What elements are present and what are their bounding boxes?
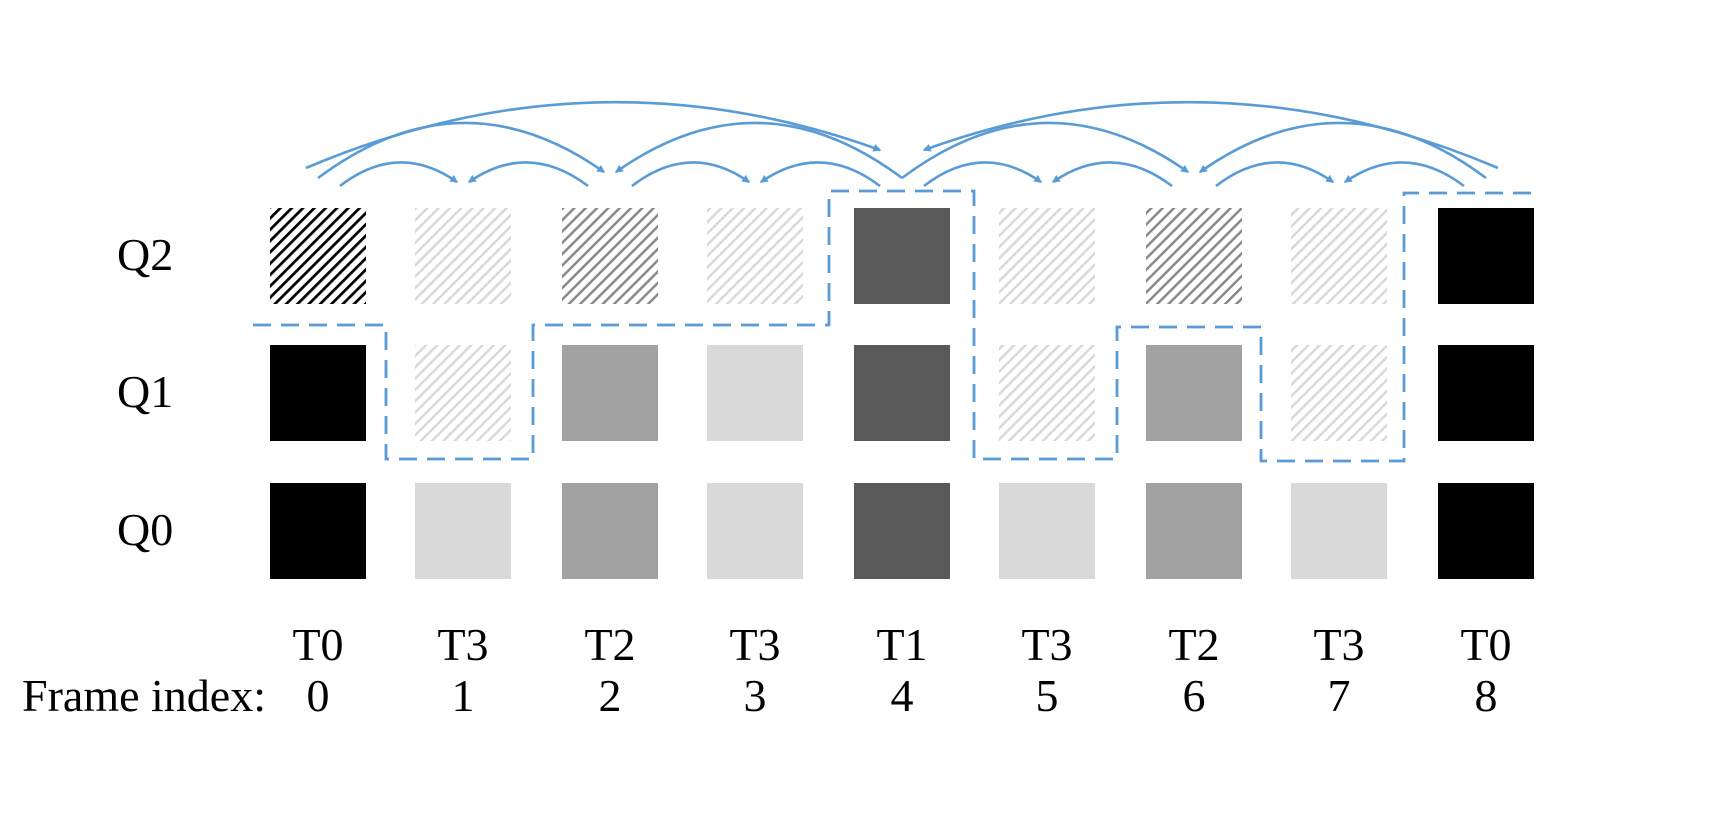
frame-cell-q0-8 [1438, 483, 1534, 579]
frame-index-caption: Frame index: [22, 670, 266, 721]
frame-index-0: 0 [307, 670, 330, 721]
reference-arrow-6-to-7 [1215, 161, 1335, 188]
frame-cell-q0-2 [562, 483, 658, 579]
frame-index-7: 7 [1328, 670, 1351, 721]
temporal-label-5: T3 [1021, 619, 1072, 670]
frame-cell-q1-5 [999, 345, 1095, 441]
reference-arrow-2-to-3 [631, 161, 751, 188]
frame-cell-q2-6 [1146, 208, 1242, 304]
temporal-label-2: T2 [584, 619, 635, 670]
frame-index-labels: Frame index: 0 1 2 3 4 5 6 7 8 [22, 670, 1498, 721]
frame-cell-q2-7 [1291, 208, 1387, 304]
frame-cell-q1-6 [1146, 345, 1242, 441]
reference-arrow-8-to-7 [1343, 161, 1465, 188]
frame-cell-q0-6 [1146, 483, 1242, 579]
frame-cell-q0-0 [270, 483, 366, 579]
frame-cell-q2-1 [415, 208, 511, 304]
frame-cell-q0-4 [854, 483, 950, 579]
reference-arrow-4-to-2 [614, 121, 903, 180]
temporal-label-6: T2 [1168, 619, 1219, 670]
reference-arrow-6-to-5 [1051, 161, 1173, 188]
frame-cell-q1-3 [707, 345, 803, 441]
temporal-label-4: T1 [876, 619, 927, 670]
temporal-label-0: T0 [292, 619, 343, 670]
frame-index-1: 1 [452, 670, 475, 721]
quality-label-q2: Q2 [117, 229, 173, 280]
frame-cell-q2-5 [999, 208, 1095, 304]
reference-arrow-4-to-6 [901, 121, 1190, 180]
temporal-layer-labels: T0 T3 T2 T3 T1 T3 T2 T3 T0 [292, 619, 1511, 670]
quality-label-q1: Q1 [117, 366, 173, 417]
frame-cell-q1-2 [562, 345, 658, 441]
boundary-line-left [253, 189, 1540, 463]
frame-cell-q1-7 [1291, 345, 1387, 441]
frame-cell-q1-1 [415, 345, 511, 441]
reference-arrow-8-to-4 [922, 100, 1499, 170]
frame-index-3: 3 [744, 670, 767, 721]
reference-arrows [305, 100, 1499, 188]
reference-arrow-0-to-1 [339, 161, 459, 188]
reference-arrow-4-to-5 [923, 161, 1043, 188]
frame-cell-q2-0 [270, 208, 366, 304]
frame-index-5: 5 [1036, 670, 1059, 721]
frame-grid [270, 208, 1534, 579]
reference-arrow-4-to-3 [759, 161, 881, 188]
reference-arrow-0-to-4 [305, 100, 882, 170]
frame-cell-q1-0 [270, 345, 366, 441]
frame-cell-q2-2 [562, 208, 658, 304]
temporal-label-8: T0 [1460, 619, 1511, 670]
frame-index-8: 8 [1475, 670, 1498, 721]
temporal-label-3: T3 [729, 619, 780, 670]
reference-arrow-2-to-1 [467, 161, 589, 188]
frame-cell-q0-7 [1291, 483, 1387, 579]
frame-index-6: 6 [1183, 670, 1206, 721]
frame-cell-q0-3 [707, 483, 803, 579]
layer-boundaries [253, 189, 1540, 463]
frame-cell-q2-8 [1438, 208, 1534, 304]
frame-index-2: 2 [599, 670, 622, 721]
frame-cell-q1-8 [1438, 345, 1534, 441]
quality-layer-labels: Q2 Q1 Q0 [117, 229, 173, 555]
frame-cell-q1-4 [854, 345, 950, 441]
frame-cell-q2-3 [707, 208, 803, 304]
frame-index-4: 4 [891, 670, 914, 721]
reference-arrow-0-to-2 [317, 121, 606, 180]
temporal-label-7: T3 [1313, 619, 1364, 670]
frame-cell-q0-5 [999, 483, 1095, 579]
frame-cell-q0-1 [415, 483, 511, 579]
frame-cell-q2-4 [854, 208, 950, 304]
reference-arrow-8-to-6 [1198, 121, 1487, 180]
quality-label-q0: Q0 [117, 504, 173, 555]
temporal-label-1: T3 [437, 619, 488, 670]
